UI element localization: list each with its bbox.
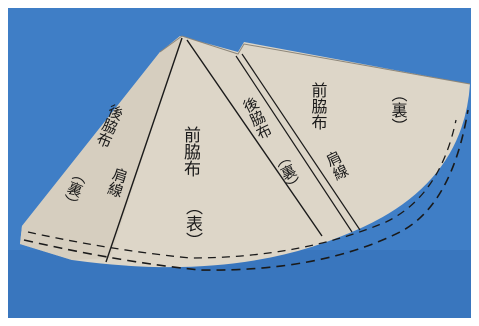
seam-left	[105, 37, 183, 263]
left-piece-shade	[20, 36, 182, 260]
label-front-side-inner-paren: （裏）	[389, 86, 408, 134]
label-front-side-outer-paren: （表）	[182, 198, 203, 249]
label-front-side-inner: 前脇布	[309, 82, 328, 130]
front-side-inner-text: 前脇布	[309, 82, 328, 130]
front-side-outer-text: 前脇布	[180, 126, 201, 177]
seam-right-a	[235, 55, 353, 233]
seam-right-b	[241, 53, 361, 231]
hem-dashes-outer	[23, 109, 469, 271]
top-edge	[159, 35, 471, 85]
front-side-inner-paren-text: （裏）	[389, 86, 408, 134]
front-side-outer-paren-text: （表）	[182, 198, 203, 249]
seam-middle	[186, 39, 323, 237]
label-front-side-outer: 前脇布	[180, 126, 201, 177]
hem-dashes-inner	[27, 119, 457, 259]
